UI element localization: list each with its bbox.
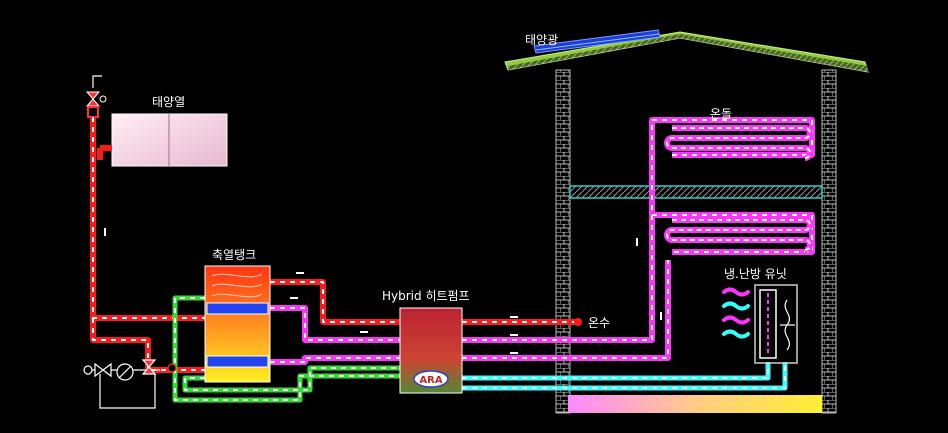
hybrid-heat-pump: ARA Hybrid 히트펌프	[382, 289, 470, 394]
solar-thermal-label: 태양열	[152, 95, 185, 109]
floor-slab	[568, 395, 822, 413]
upper-heat-exchanger	[206, 302, 269, 315]
left-wall	[555, 69, 571, 414]
ara-logo	[413, 370, 449, 388]
house	[504, 31, 869, 414]
fan-icon	[780, 299, 795, 351]
hvac-unit-label: 냉.난방 유닛	[724, 267, 787, 281]
wave-icon	[722, 287, 750, 339]
vent-valve	[85, 75, 107, 118]
solar-thermal-collector: 태양열	[111, 95, 228, 167]
solar-pv-label: 태양광	[525, 33, 558, 47]
flow-arrows	[104, 228, 662, 354]
heating-pipes	[270, 117, 815, 365]
hot-water-pipes	[90, 117, 578, 373]
floor-heating-label: 온돌	[710, 107, 732, 121]
cooling-pipes	[462, 362, 788, 391]
ceiling-slab	[569, 185, 823, 199]
right-wall	[821, 69, 837, 414]
storage-tank-label: 축열탱크	[212, 248, 256, 262]
hvac-unit: 냉.난방 유닛	[724, 267, 798, 364]
green-pipes	[172, 295, 400, 403]
floor-heating-coils	[664, 125, 813, 253]
solar-pv-panel: 태양광	[525, 29, 661, 54]
hot-water-label: 온수	[588, 316, 610, 330]
mixing-valve-icon	[141, 359, 157, 375]
ara-logo-text: ARA	[419, 375, 442, 386]
pump-station	[83, 359, 177, 409]
pump-icon	[116, 363, 134, 381]
heat-pump-label: Hybrid 히트펌프	[382, 289, 470, 303]
lower-heat-exchanger	[206, 355, 269, 368]
hot-water-outlet: 온수	[574, 316, 610, 330]
valve-icon	[94, 362, 112, 378]
storage-tank: 축열탱크	[204, 248, 271, 383]
